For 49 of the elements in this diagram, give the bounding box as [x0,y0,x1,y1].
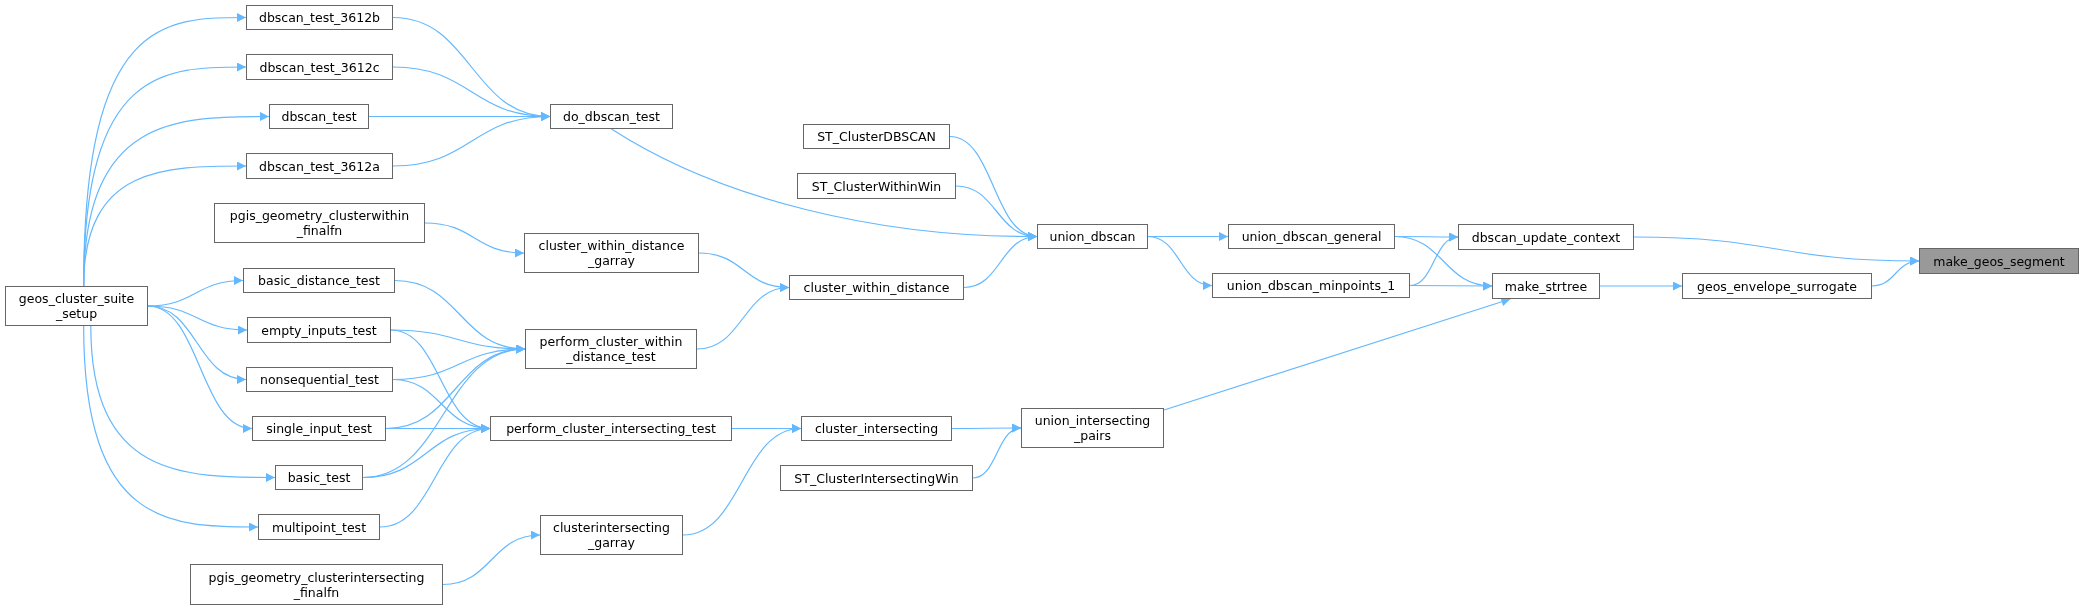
arrow [696,284,790,350]
function-box: dbscan_test_3612b [246,5,393,30]
function-box: union_dbscan_general [1228,224,1395,249]
function-box: cluster_within_distance [789,275,964,300]
function-box: union_dbscan [1037,224,1148,249]
function-box: pgis_geometry_clusterwithin _finalfn [214,203,425,243]
function-box: pgis_geometry_clusterintersecting _finalfn [190,564,443,605]
function-box: perform_cluster_within _distance_test [525,329,697,369]
function-box: geos_envelope_surrogate [1682,273,1872,299]
highlighted-function-box: make_geos_segment [1919,248,2079,274]
arrow [424,222,525,258]
arrow [392,112,551,167]
arrow [90,325,276,482]
function-box: geos_cluster_suite _setup [5,286,148,326]
arrow [1163,297,1511,411]
arrow [682,425,802,536]
arrow [379,425,491,528]
function-box: make_strtree [1492,273,1600,299]
function-box: union_intersecting _pairs [1021,408,1164,448]
function-box: multipoint_test [258,514,380,540]
function-box: cluster_intersecting [801,416,952,441]
function-box: ST_ClusterIntersectingWin [780,465,973,491]
function-box: ST_ClusterWithinWin [797,173,956,199]
function-box: cluster_within_distance _garray [524,233,699,273]
arrow [147,305,253,432]
arrow [442,531,541,586]
function-box: perform_cluster_intersecting_test [490,416,732,441]
arrow [1409,281,1493,291]
function-box: nonsequential_test [246,367,393,392]
arrow [1599,281,1683,291]
function-box: do_dbscan_test [550,104,673,129]
function-box: dbscan_test_3612c [246,54,393,80]
function-box: basic_distance_test [243,268,395,293]
arrow [972,425,1022,479]
arrow [963,233,1038,289]
function-box: dbscan_test_3612a [246,153,393,179]
function-box: clusterintersecting _garray [540,515,683,555]
arrow [83,325,259,532]
arrow [1147,235,1213,289]
function-box: dbscan_test [269,104,369,129]
function-box: ST_ClusterDBSCAN [803,124,950,149]
function-box: basic_test [275,465,363,490]
function-box: dbscan_update_context [1458,224,1634,250]
function-box: union_dbscan_minpoints_1 [1212,273,1410,298]
function-box: empty_inputs_test [247,317,391,343]
arrow [147,305,248,335]
function-box: single_input_test [252,416,386,441]
arrow [1871,257,1920,287]
arrow [83,161,247,287]
